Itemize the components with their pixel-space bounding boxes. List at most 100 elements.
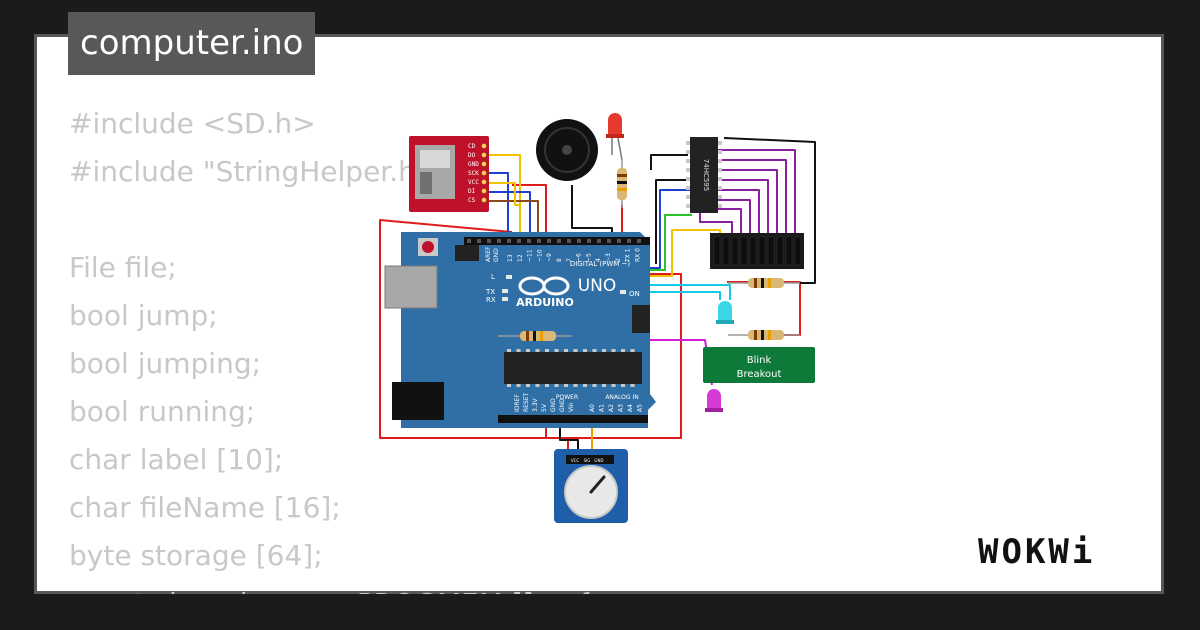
arduino-infinity-logo: [518, 276, 570, 296]
bar-segment: [722, 236, 730, 266]
chip-pin: [611, 384, 616, 387]
chip-pin: [507, 384, 511, 387]
arduino-model: UNO: [578, 276, 617, 296]
wire-purple-q7: [718, 208, 742, 237]
arduino-brand: ARDUINO: [516, 296, 574, 309]
led-rx-label: RX: [486, 296, 496, 304]
pot-pin-label: SIG: [584, 458, 591, 463]
led-tx-label: TX: [485, 288, 495, 296]
header-hole: [627, 239, 631, 243]
bar-segment: [776, 236, 784, 266]
reset-button[interactable]: [422, 241, 434, 253]
led-bar-graph[interactable]: [710, 233, 804, 269]
sd-pin[interactable]: [481, 197, 487, 203]
resistor-bar-top[interactable]: [728, 278, 800, 288]
breakout-line2: Breakout: [737, 369, 782, 380]
code-line: byte storage [64];: [69, 539, 323, 572]
power-pin-label: GND: [550, 398, 557, 412]
chip-pin: [621, 349, 625, 352]
wire-red-loop: [379, 219, 547, 439]
sd-pin[interactable]: [481, 143, 487, 149]
code-line: char fileName [16];: [69, 491, 341, 524]
chip-pin: [545, 349, 549, 352]
sd-pin[interactable]: [481, 179, 487, 185]
wire-blue-di: [488, 191, 531, 237]
buzzer[interactable]: [536, 119, 598, 181]
sd-pin[interactable]: [481, 161, 487, 167]
chip-pin: [630, 384, 635, 387]
code-line: char label [10];: [69, 443, 284, 476]
blink-breakout[interactable]: Blink Breakout: [703, 347, 815, 383]
red-led[interactable]: [606, 113, 624, 161]
code-line: #include <SD.h>: [69, 107, 316, 140]
header-hole: [587, 239, 591, 243]
digital-pin-label: RX 0: [634, 248, 641, 262]
wire-yellow-do: [488, 154, 521, 237]
sd-pin[interactable]: [481, 188, 487, 194]
aref-label: AREF: [485, 246, 492, 262]
header-hole: [467, 239, 471, 243]
header-hole: [477, 239, 481, 243]
power-analog-header: [498, 415, 648, 423]
wire-red-resistors: [727, 281, 801, 336]
chip-pin: [535, 384, 540, 387]
sd-pin[interactable]: [481, 152, 487, 158]
analog-pin-label: A0: [589, 404, 596, 412]
header-digital-label: DIGITAL (PWM ~): [570, 260, 631, 268]
chip-pin: [564, 384, 568, 387]
resistor-red-led[interactable]: [617, 160, 627, 208]
digital-pin-label: ~5: [585, 253, 592, 262]
digital-pin-label: ~3: [605, 253, 612, 262]
wire-blue-sck: [488, 172, 509, 237]
header-analog-label: ANALOG IN: [605, 394, 638, 401]
ic-pin: [718, 177, 722, 181]
file-name-tab[interactable]: computer.ino: [68, 12, 316, 75]
chip-pin: [516, 384, 521, 387]
digital-pin-label: 7: [566, 258, 573, 262]
ic-pin: [686, 159, 690, 163]
chip-pin: [592, 384, 597, 387]
header-hole: [607, 239, 611, 243]
code-line: bool jumping;: [69, 347, 262, 380]
ic-pin: [686, 141, 690, 145]
sd-pin[interactable]: [481, 170, 487, 176]
analog-pin-label: A1: [599, 404, 606, 412]
wire-black-buzzer: [571, 185, 613, 237]
header-hole: [507, 239, 511, 243]
digital-pin-label: ~9: [546, 253, 553, 262]
shift-register-label: 74HC595: [702, 159, 710, 191]
cyan-led[interactable]: [716, 301, 734, 324]
chip-pin: [573, 349, 578, 352]
wire-black-ic-gnd: [650, 154, 688, 170]
bar-segment: [749, 236, 757, 266]
wire-red-power: [512, 184, 547, 237]
arduino-uno-board[interactable]: ARDUINO UNO DIGITAL (PWM ~) POWER ANALOG…: [384, 232, 656, 428]
code-line: File file;: [69, 251, 177, 284]
pot-pin-label: GND: [594, 458, 603, 463]
chip-pin: [630, 349, 635, 352]
digital-pin-label: 4: [595, 258, 602, 262]
chip-pin: [602, 384, 606, 387]
wire-purple-q2: [718, 159, 787, 237]
digital-pin-label: TX 1: [625, 248, 632, 263]
chip-pin: [516, 349, 521, 352]
header-hole: [577, 239, 581, 243]
digital-pin-label: 12: [517, 254, 524, 262]
bar-segment: [740, 236, 748, 266]
power-pin-label: 3.3V: [532, 397, 539, 412]
magenta-led[interactable]: [705, 389, 723, 412]
header-hole: [557, 239, 561, 243]
power-pin-label: IOREF: [514, 394, 521, 412]
shift-register-ic[interactable]: 74HC595: [686, 137, 722, 213]
chip-pin: [554, 384, 559, 387]
power-pin-label: RESET: [523, 392, 530, 412]
power-pin-label: GND: [559, 398, 566, 412]
header-hole: [487, 239, 491, 243]
ic-pin: [686, 177, 690, 181]
resistor-bar-bottom[interactable]: [728, 330, 800, 340]
wokwi-logo[interactable]: WOKWi: [978, 532, 1096, 572]
